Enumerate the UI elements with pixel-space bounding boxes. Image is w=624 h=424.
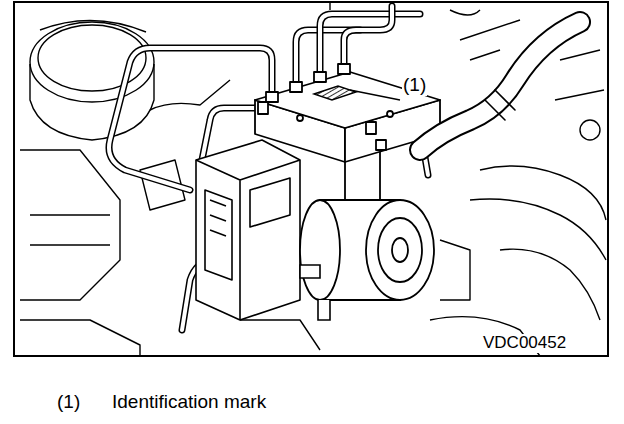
background-parts-part — [460, 20, 520, 60]
control-module-part — [196, 160, 300, 320]
mount-bolt-part — [300, 265, 320, 278]
hydraulic-unit-part — [387, 111, 393, 117]
mount-bolt — [300, 265, 330, 320]
control-module-part — [210, 200, 226, 236]
pump-motor-part — [378, 218, 422, 282]
background-parts-part — [240, 320, 320, 350]
pump-motor — [300, 152, 434, 300]
brake-pipes-part — [320, 14, 420, 76]
background-parts-part — [30, 64, 154, 140]
hose-part — [485, 90, 515, 120]
hose-part — [420, 22, 580, 150]
control-module-part — [250, 178, 290, 227]
brake-pipes-part — [320, 14, 420, 76]
figure-code: VDC00452 — [482, 334, 567, 353]
hydraulic-unit-part-part — [258, 102, 268, 114]
frame — [14, 2, 608, 356]
hydraulic-unit-part-part — [266, 92, 278, 102]
background-parts-part — [440, 240, 470, 300]
callout-number: (1) — [402, 75, 427, 96]
brake-pipes-part — [344, 6, 392, 68]
hose-part — [420, 22, 580, 150]
brake-pipes-part — [344, 6, 392, 68]
identification-mark — [314, 86, 356, 100]
leader-line — [350, 90, 400, 100]
control-module — [196, 140, 300, 320]
pump-motor-part — [392, 238, 408, 262]
background-parts-part — [470, 199, 606, 260]
background-parts-part — [500, 249, 600, 320]
pump-motor-part — [345, 152, 380, 200]
mount-bolt-part — [318, 300, 330, 320]
pump-motor-part — [366, 200, 434, 300]
hydraulic-unit-part-part — [338, 64, 350, 74]
callout-number: (1) — [56, 392, 81, 413]
background-parts-part — [580, 120, 600, 140]
hydraulic-unit-part-part — [290, 82, 302, 92]
hydraulic-unit-part — [255, 72, 440, 128]
background-parts — [20, 2, 606, 356]
hydraulic-unit-part-part — [366, 122, 376, 134]
callout-description: Identification mark — [111, 392, 267, 413]
hydraulic-unit-part — [258, 64, 386, 150]
background-parts-part — [555, 50, 604, 100]
background-parts-part — [30, 215, 110, 245]
background-parts-part — [40, 20, 146, 32]
control-module-part — [196, 140, 300, 320]
hose — [420, 22, 580, 150]
control-module-part — [205, 190, 232, 280]
pump-motor-part — [300, 200, 340, 300]
background-parts-part — [20, 150, 120, 300]
hydraulic-unit-part-part — [376, 140, 386, 150]
background-parts-part — [20, 320, 140, 356]
background-parts-part — [480, 166, 606, 220]
hydraulic-unit-part — [297, 115, 303, 121]
hydraulic-unit-part-part — [314, 72, 326, 82]
background-parts-part — [30, 22, 154, 102]
